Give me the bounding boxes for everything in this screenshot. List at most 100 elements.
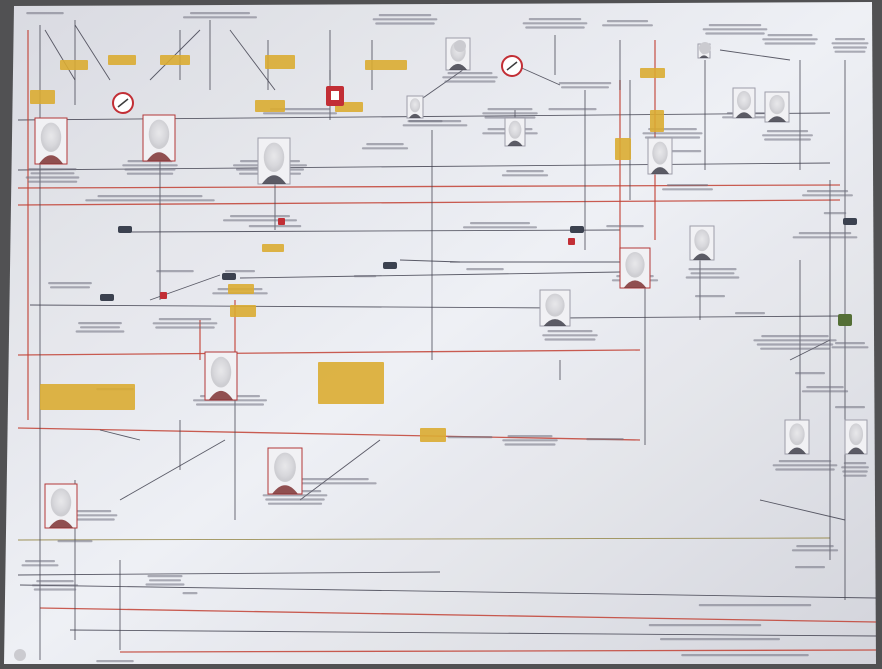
person-icon (454, 40, 466, 52)
connector-line (239, 271, 621, 279)
shoulders (623, 280, 647, 288)
text-stroke (792, 236, 858, 239)
text-stroke (702, 28, 768, 31)
shoulders (735, 112, 753, 118)
text-stroke (558, 82, 612, 85)
unreadable-label (823, 212, 847, 215)
text-stroke (841, 466, 869, 469)
text-stroke (147, 575, 183, 578)
text-stroke (834, 50, 866, 53)
unreadable-label (702, 24, 768, 35)
highlight-tag (265, 55, 295, 69)
shoulders (448, 63, 468, 70)
unreadable-label (48, 282, 92, 289)
text-stroke (301, 478, 369, 481)
unreadable-label (795, 566, 825, 569)
person-node (257, 137, 291, 185)
unreadable-label (85, 195, 215, 202)
car-body (843, 218, 857, 225)
text-stroke (26, 12, 64, 15)
text-stroke (835, 342, 865, 345)
text-stroke (463, 226, 537, 229)
connector-line (119, 439, 226, 501)
text-stroke (835, 406, 865, 409)
icon-glyph (117, 98, 129, 108)
unreadable-label (660, 638, 780, 641)
person-node (647, 137, 673, 175)
unreadable-label (522, 18, 588, 29)
car-icon (843, 218, 857, 225)
unreadable-label (772, 460, 838, 471)
unreadable-label (31, 580, 79, 591)
connector-line (74, 24, 111, 81)
text-stroke (522, 22, 588, 25)
connector-line (39, 607, 877, 623)
highlight-tag (640, 68, 665, 78)
person-nodes (34, 37, 868, 529)
unreadable-label (791, 545, 839, 552)
text-stroke (97, 195, 203, 198)
blurred-face (694, 229, 710, 252)
highlight-tag (262, 244, 284, 252)
text-stroke (402, 124, 468, 127)
text-stroke (36, 580, 74, 583)
text-stroke (843, 462, 867, 465)
text-stroke (772, 464, 838, 467)
text-stroke (762, 134, 813, 137)
text-stroke (25, 560, 55, 563)
car-icon (100, 294, 114, 301)
shoulders (272, 485, 298, 494)
text-stroke (764, 138, 811, 141)
shoulders (650, 167, 670, 174)
car-icon (222, 273, 236, 280)
text-stroke (407, 120, 443, 123)
unreadable-label (792, 232, 858, 239)
highlight-tag (650, 110, 664, 132)
person-node (406, 95, 424, 119)
connector-line (399, 259, 461, 263)
highlight-tag (60, 60, 88, 70)
unreadable-label (442, 72, 498, 83)
person-node (844, 419, 868, 455)
text-stroke (21, 564, 59, 567)
unreadable-label (735, 312, 765, 315)
connector-line (789, 339, 831, 361)
shoulders (543, 319, 567, 326)
person-node (504, 117, 526, 147)
text-stroke (145, 583, 185, 586)
text-stroke (823, 212, 847, 215)
unreadable-label (248, 225, 302, 228)
text-stroke (698, 604, 812, 607)
shoulders (699, 55, 709, 58)
text-stroke (666, 184, 709, 187)
text-stroke (761, 335, 829, 338)
text-stroke (648, 624, 762, 627)
text-stroke (366, 143, 404, 146)
text-stroke (802, 194, 853, 197)
text-stroke (606, 225, 644, 228)
shoulders (787, 447, 807, 454)
text-stroke (375, 22, 435, 25)
unreadable-label (156, 270, 194, 273)
icon-square (160, 292, 167, 299)
car-body (100, 294, 114, 301)
mask-icon (501, 55, 523, 77)
text-stroke (642, 132, 703, 135)
unreadable-label (463, 222, 537, 229)
highlight-tag (108, 55, 136, 65)
text-stroke (606, 20, 649, 23)
blurred-face (625, 251, 645, 278)
highlight-tag (318, 362, 384, 404)
blurred-face (736, 91, 752, 111)
text-stroke (78, 322, 122, 325)
unreadable-label (762, 34, 818, 45)
blurred-face (263, 142, 285, 173)
text-stroke (753, 339, 837, 342)
unreadable-label (662, 184, 713, 191)
text-stroke (122, 164, 178, 167)
unreadable-label (501, 170, 549, 177)
text-stroke (149, 579, 181, 582)
text-stroke (444, 80, 496, 83)
text-stroke (57, 540, 93, 543)
